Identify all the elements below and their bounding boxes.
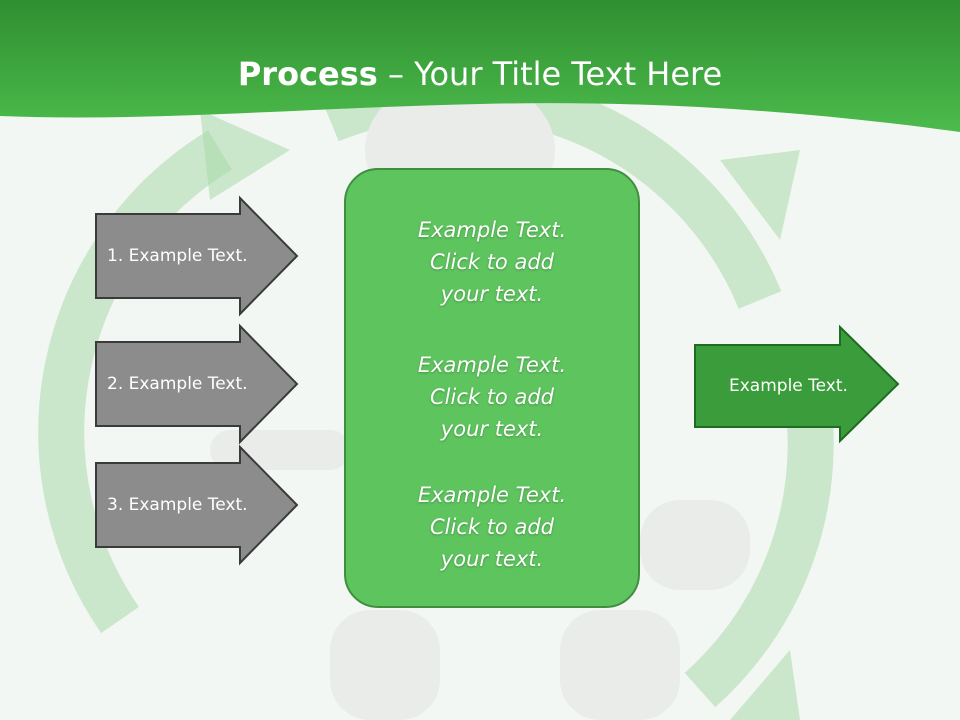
left-arrow-1: 1. Example Text. xyxy=(107,214,248,298)
right-arrow-shape xyxy=(694,324,900,444)
left-arrow-3: 3. Example Text. xyxy=(107,463,248,547)
left-arrow-shape-2 xyxy=(95,323,299,445)
block-line: Click to add xyxy=(429,515,554,539)
text-block-3[interactable]: Example Text. Click to add your text. xyxy=(346,479,638,575)
left-arrow-label: 3. Example Text. xyxy=(107,495,248,515)
title-bold: Process xyxy=(237,55,378,93)
left-arrows xyxy=(95,195,299,566)
right-arrow: Example Text. xyxy=(729,345,848,427)
block-line: your text. xyxy=(440,282,544,306)
recycle-arrowheads xyxy=(200,110,800,720)
left-arrow-label: 2. Example Text. xyxy=(107,374,248,394)
page-title: Process – Your Title Text Here xyxy=(0,52,960,96)
title-rest: – Your Title Text Here xyxy=(377,55,723,93)
block-line: Click to add xyxy=(429,250,554,274)
block-line: Example Text. xyxy=(417,218,567,242)
left-arrow-2: 2. Example Text. xyxy=(107,342,248,426)
text-block-1[interactable]: Example Text. Click to add your text. xyxy=(346,214,638,310)
left-arrow-label: 1. Example Text. xyxy=(107,246,248,266)
block-line: your text. xyxy=(440,547,544,571)
header-band xyxy=(0,0,960,132)
left-arrow-shape-3 xyxy=(95,444,299,566)
left-arrow-shape-1 xyxy=(95,195,299,317)
text-block-2[interactable]: Example Text. Click to add your text. xyxy=(346,349,638,445)
center-text-box[interactable]: Example Text. Click to add your text. Ex… xyxy=(344,168,640,608)
block-line: Example Text. xyxy=(417,353,567,377)
right-arrow-label: Example Text. xyxy=(729,376,848,396)
block-line: Click to add xyxy=(429,385,554,409)
block-line: Example Text. xyxy=(417,483,567,507)
block-line: your text. xyxy=(440,417,544,441)
